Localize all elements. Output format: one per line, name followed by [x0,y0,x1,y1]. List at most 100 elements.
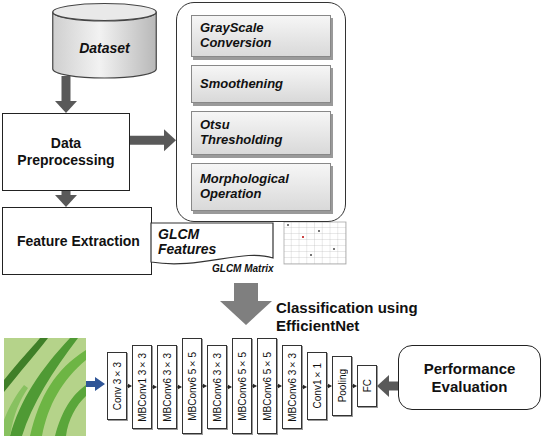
node-text: MBConv6 5×5 [262,352,273,421]
glcm-matrix-image [284,222,346,264]
arrow-head [278,384,282,389]
layer-box: Conv 3×3 [107,352,127,420]
document-banner: GLCM Features [150,222,274,268]
leaf-blade [4,385,28,436]
node-text: Pooling [337,369,348,402]
flow-connector [227,385,232,390]
cylinder-top [53,4,157,21]
connector-line [277,386,278,387]
matrix-cell-mark [287,224,289,226]
arrow-head [55,195,77,207]
connector-line [127,386,128,387]
flow-connector [177,385,182,390]
node-text: GrayScale Conversion [200,21,300,51]
connector-line [152,387,153,388]
process-box: Feature Extraction [2,207,152,275]
flow-connector [277,384,282,389]
node-text: MBConv6 3×3 [162,353,173,422]
photo-background [4,338,86,436]
node-text: Feature Extraction [17,233,140,249]
layer-box: FC [357,365,377,407]
stage-heading: Classification using EfficientNet [276,299,436,335]
connector-line [352,386,353,387]
layer-box: Pooling [332,356,352,416]
flow-connector [352,384,357,389]
connector-line [227,387,228,388]
node-text: MBConv6 3×3 [212,353,223,422]
node-text: Conv 3×3 [112,362,123,410]
step-box: Morphological Operation [191,163,331,211]
process-box: Data Preprocessing [2,113,130,191]
node-text: MBConv6 5×5 [187,352,198,421]
connector-line [62,191,71,196]
arrow-head [328,384,332,389]
matrix-grid [284,222,346,264]
leaf-blade [55,385,86,436]
connector-line [202,386,203,387]
flow-connector [327,384,332,389]
connector-line [62,76,71,102]
leaf-blade [30,350,86,436]
node-text: GLCM Features [158,227,230,258]
node-text: Dataset [79,26,130,56]
node-text: MBConv6 5×5 [237,352,248,421]
arrow-head [55,101,77,113]
connector-line [130,136,165,145]
matrix-cell-mark [333,248,335,250]
cylinder-body [53,12,157,78]
arrow-head [178,385,182,390]
arrow-head [164,129,176,151]
arrow-head [377,375,389,397]
connector-line [388,382,398,391]
image-caption: GLCM Matrix [212,263,284,274]
layer-box: MBConv6 3×3 [207,345,227,429]
node-text: Smoothening [200,77,300,92]
flow-connector [202,384,207,389]
arrow-head [228,385,232,390]
connector-line [302,387,303,388]
node-text: Performance Evaluation [399,360,540,396]
arrow-head [153,385,157,390]
layer-box: MBConv6 5×5 [257,338,277,434]
arrow-head [203,384,207,389]
arrow-head [253,384,257,389]
connector-line [327,386,328,387]
process-box: Performance Evaluation [398,345,541,410]
banner-body [151,223,273,264]
node-text: MBConv6 3×3 [287,353,298,422]
layer-box: MBConv6 3×3 [157,345,177,429]
connector-line [252,386,253,387]
step-box: GrayScale Conversion [191,15,331,57]
flow-connector [55,76,77,113]
layer-box: MBConv6 5×5 [232,338,252,434]
input-arrow [86,377,105,391]
flow-block-arrow [220,283,272,325]
step-group: GrayScale ConversionSmootheningOtsu Thre… [176,2,346,222]
matrix-cell-mark [318,230,320,232]
connector-line [177,387,178,388]
flow-connector [252,384,257,389]
database-cylinder: Dataset [52,3,157,79]
flow-connector [152,385,157,390]
step-box: Otsu Thresholding [191,111,331,155]
node-text: Otsu Thresholding [200,118,300,148]
matrix-cell-mark [310,254,312,256]
node-text: FC [362,379,373,392]
node-text: Morphological Operation [200,172,300,202]
node-text: Data Preprocessing [14,135,119,170]
layer-box: MBConv6 3×3 [282,345,302,429]
flow-connector [127,384,132,389]
flow-connector [377,375,398,397]
step-box: Smoothening [191,65,331,103]
node-text: MBConv1 3×3 [137,353,148,422]
flow-connector [302,385,307,390]
arrow-head [303,385,307,390]
matrix-cell-mark [302,236,304,238]
flow-connector [55,191,77,207]
leaf-photo [4,338,86,436]
layer-box: MBConv6 5×5 [182,338,202,434]
layer-box: MBConv1 3×3 [132,345,152,429]
node-text: Conv1×1 [312,363,323,408]
arrow-head [353,384,357,389]
